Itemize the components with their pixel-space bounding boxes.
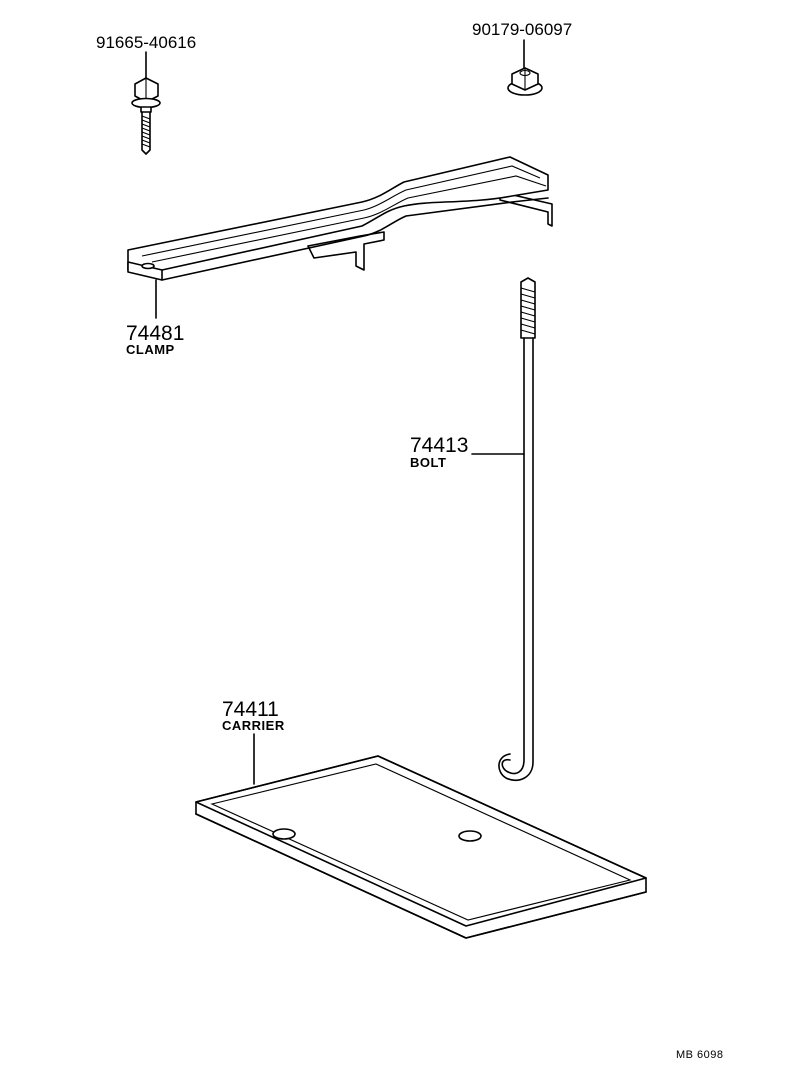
bolt-long-name: BOLT — [410, 455, 446, 470]
nut-part-number: 90179-06097 — [472, 20, 572, 39]
hook-bolt-rod-left — [501, 337, 525, 775]
bolt-long-part-number: 74413 — [410, 434, 468, 457]
bolt-small-part-number: 91665-40616 — [96, 33, 196, 52]
clamp-part-number: 74481 — [126, 322, 184, 345]
bolt-shank — [141, 111, 151, 155]
flange-nut-drawing — [507, 39, 543, 96]
clamp-drawing — [127, 156, 553, 319]
clamp-hole — [141, 262, 155, 270]
carrier-floor — [210, 763, 632, 921]
hook-bolt-rod-right — [498, 337, 534, 782]
bolt-flange — [131, 97, 161, 109]
drawing-reference: MB 6098 — [676, 1049, 724, 1061]
carrier-drawing — [195, 733, 647, 939]
flange-bolt-drawing — [131, 51, 161, 155]
hook-bolt-drawing — [471, 277, 536, 782]
carrier-name: CARRIER — [222, 718, 285, 733]
carrier-hole-left — [272, 828, 296, 840]
carrier-part-number: 74411 — [222, 698, 279, 721]
clamp-middle-bracket — [307, 231, 385, 271]
clamp-name: CLAMP — [126, 342, 175, 357]
clamp-bar — [127, 156, 549, 271]
carrier-hole-right — [458, 830, 482, 842]
clamp-right-bracket — [499, 191, 553, 227]
